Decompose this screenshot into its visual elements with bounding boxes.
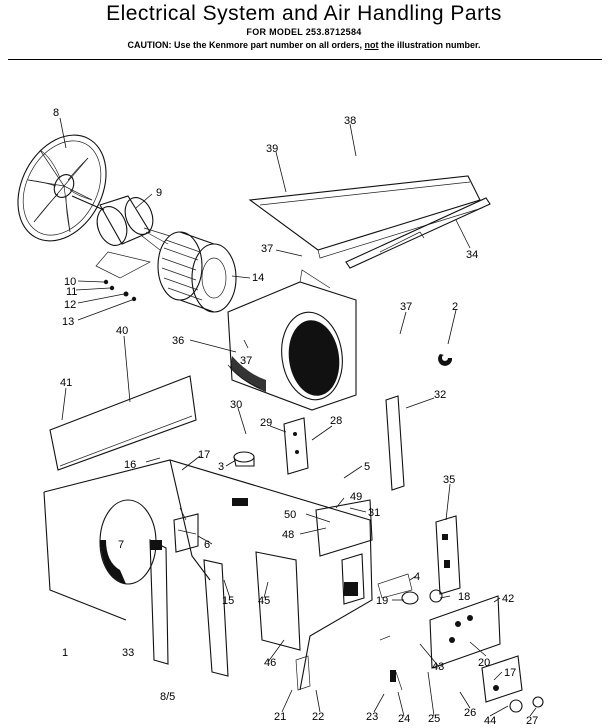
caution-note: CAUTION: Use the Kenmore part number on … [0,40,608,50]
part-label: 16 [124,459,136,471]
part-label: 49 [350,491,362,503]
mounting-screws [103,279,137,302]
caution-text-end: the illustration number. [378,40,481,50]
part-label: 41 [60,377,72,389]
mounting-bracket [345,197,491,269]
leader-lines [59,117,537,717]
knobs-and-hardware [295,635,544,713]
part-label: 4 [414,571,420,583]
scroll-housing [227,269,357,411]
part-label: 24 [398,713,410,725]
header-rule [8,59,602,60]
part-label: 17 [504,667,516,679]
part-label: 50 [284,509,296,521]
model-number: FOR MODEL 253.8712584 [246,27,362,37]
part-label: 29 [260,417,272,429]
part-label: 21 [274,711,286,723]
control-panel [435,515,461,595]
part-label: 26 [464,707,476,719]
part-label: 36 [172,335,184,347]
part-label: 46 [264,657,276,669]
part-label: 7 [118,539,124,551]
fan-blade [17,134,107,242]
part-label: 27 [526,715,538,727]
part-labels: 8 9 38 39 37 34 14 10 11 12 13 37 2 36 3… [53,107,538,727]
part-label: 9 [156,187,162,199]
part-label: 23 [366,711,378,723]
caution-text-start: CAUTION: Use the Kenmore part number on … [127,40,365,50]
part-label: 11 [66,286,77,298]
caution-emphasis: not [364,40,379,50]
vertical-bracket [385,395,405,491]
base-chassis [43,459,373,691]
part-label: 37 [400,301,412,313]
part-label: 12 [64,299,76,311]
part-label: 17 [198,449,210,461]
part-label: 32 [434,389,446,401]
part-label: 35 [443,474,455,486]
part-label: 44 [484,715,496,727]
part-label: 19 [376,595,388,607]
part-label: 43 [432,661,444,673]
switch-assembly [377,573,501,669]
part-label: 1 [62,647,68,659]
part-label: 31 [368,507,380,519]
part-label: 25 [428,713,440,725]
part-label: 6 [204,539,210,551]
part-label: 2 [452,301,458,313]
part-label: 40 [116,325,128,337]
part-label: 10 [64,276,76,288]
part-label: 42 [502,593,514,605]
part-label: 39 [266,143,278,155]
part-label: 5 [364,461,370,473]
part-label: 34 [466,249,478,261]
clip [438,354,453,366]
part-label: 48 [282,529,294,541]
part-label: 30 [230,399,242,411]
page-reference: 8/5 [160,691,175,703]
page-title: Electrical System and Air Handling Parts [106,2,502,25]
part-label: 14 [252,272,264,284]
part-label: 45 [258,595,270,607]
part-label: 33 [122,647,134,659]
partition-panel [49,375,197,471]
part-label: 15 [222,595,234,607]
part-label: 8 [53,107,59,119]
part-label: 37 [261,243,273,255]
blower-wheel [157,231,237,313]
part-label: 28 [330,415,342,427]
part-label: 38 [344,115,356,127]
part-label: 18 [458,591,470,603]
part-label: 22 [312,711,324,723]
control-bracket [283,417,309,475]
part-label: 37 [240,355,252,367]
part-label: 13 [62,316,74,328]
part-label: 20 [478,657,490,669]
part-label: 3 [218,461,224,473]
capacitor [233,451,255,467]
